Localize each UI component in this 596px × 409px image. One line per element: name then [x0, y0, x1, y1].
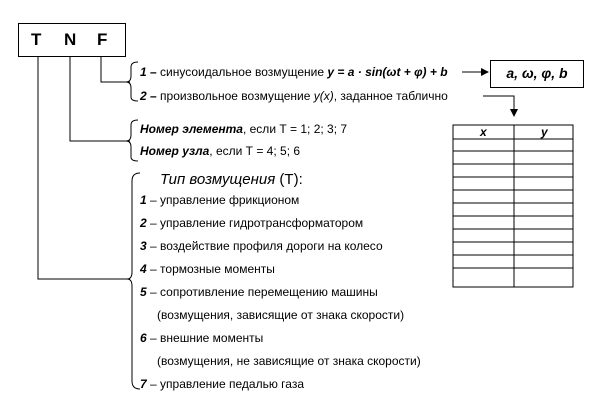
letter-f: F: [97, 30, 108, 49]
brace-object: [125, 119, 139, 162]
types-title: Тип возмущения (Т):: [160, 171, 303, 188]
letter-t: T: [31, 30, 42, 49]
type-item-6: 6 – внешние моменты: [140, 331, 264, 345]
type-item-5: 5 – сопротивление перемещению машины: [140, 285, 378, 299]
connector-n: [69, 57, 130, 142]
object-index-element: Номер элемента, если Т = 1; 2; 3; 7: [140, 122, 348, 136]
type-item-4: 4 – тормозные моменты: [140, 262, 275, 276]
code-box-tnf: T N F: [18, 23, 126, 57]
object-index-node: Номер узла, если Т = 4; 5; 6: [140, 144, 301, 158]
type-item-5-note: (возмущения, зависящие от знака скорости…: [157, 308, 405, 322]
table-header-x: x: [480, 125, 487, 139]
function-type-1: 1 – синусоидальное возмущение y = a · si…: [140, 65, 448, 79]
arrow-table-line: [483, 95, 515, 110]
arrowhead-table: [510, 109, 518, 117]
connector-f: [100, 57, 130, 83]
brace-function: [125, 61, 139, 102]
letter-n: N: [64, 30, 77, 49]
type-item-2: 2 – управление гидротрансформатором: [140, 216, 364, 230]
table-header-y: y: [541, 125, 548, 139]
type-item-1: 1 – управление фрикционом: [140, 193, 300, 207]
arrowhead-params: [481, 68, 489, 76]
connector-t: [37, 57, 130, 280]
params-box: a, ω, φ, b: [490, 60, 584, 88]
function-type-2: 2 – произвольное возмущение y(x), заданн…: [140, 89, 448, 103]
type-item-3: 3 – воздействие профиля дороги на колесо: [140, 239, 383, 253]
brace-types: [126, 172, 141, 390]
type-item-6-note: (возмущения, не зависящие от знака скоро…: [157, 354, 421, 368]
data-table-grid: [452, 124, 574, 288]
type-item-7: 7 – управление педалью газа: [140, 377, 304, 391]
